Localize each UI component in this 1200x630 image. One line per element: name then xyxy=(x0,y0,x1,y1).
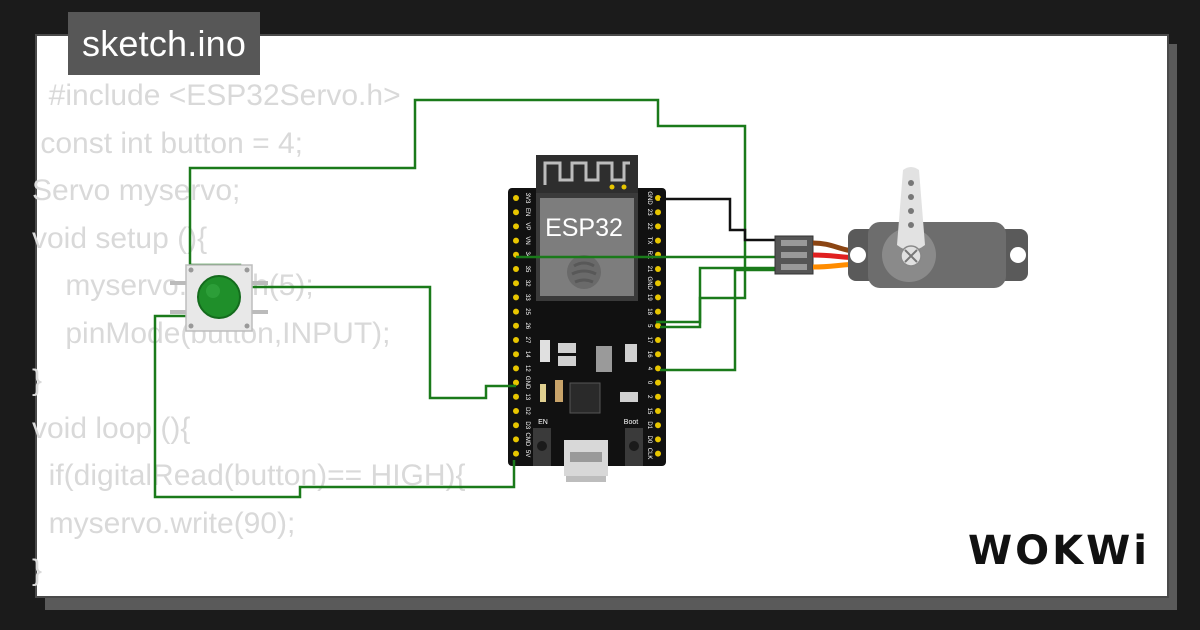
pin-label: 0 xyxy=(646,381,652,385)
header-pin xyxy=(655,436,661,443)
code-line: #include <ESP32Servo.h> xyxy=(32,79,401,112)
code-line: } xyxy=(32,364,43,397)
pin-label: 33 xyxy=(524,294,530,301)
pin-label: 4 xyxy=(646,367,652,371)
header-pin xyxy=(513,337,519,343)
header-pin xyxy=(513,422,519,429)
header-pin xyxy=(655,422,661,429)
header-pin xyxy=(513,436,519,443)
pin-label: 23 xyxy=(646,209,652,216)
pin-label: VN xyxy=(524,236,530,244)
wire-servo-signal-2 xyxy=(660,266,780,329)
header-pin xyxy=(655,308,661,315)
code-line: void loop (){ xyxy=(32,411,191,445)
header-pin xyxy=(513,223,519,230)
pin-label: TX xyxy=(646,237,652,245)
header-pin xyxy=(513,266,519,272)
header-pin xyxy=(513,450,519,457)
pin-label: CLK xyxy=(646,448,652,460)
header-pin xyxy=(655,322,661,329)
header-pin xyxy=(513,365,519,372)
header-pin xyxy=(655,393,661,400)
header-pin xyxy=(513,351,519,358)
pin-label: 25 xyxy=(524,308,530,315)
pin-label: 26 xyxy=(524,322,530,329)
header-pin xyxy=(513,294,519,301)
pin-label: D2 xyxy=(524,407,530,415)
header-pin xyxy=(513,322,519,329)
pin-label: GND xyxy=(524,376,530,390)
boot-label: Boot xyxy=(624,419,638,426)
pin-label: EN xyxy=(524,208,530,216)
header-pin xyxy=(655,408,661,414)
header-pin xyxy=(513,237,519,244)
pin-label: D3 xyxy=(524,421,530,429)
pin-label: 17 xyxy=(646,337,652,344)
pin-label: VP xyxy=(524,222,530,230)
wire-button-right xyxy=(248,285,516,400)
code-line: void setup (){ xyxy=(32,221,208,255)
pin-label: D0 xyxy=(646,436,652,444)
header-pin xyxy=(655,337,661,343)
pin-label: 13 xyxy=(524,393,530,400)
pin-label: D1 xyxy=(646,421,652,429)
pin-label: GND xyxy=(646,277,652,291)
header-pin xyxy=(655,195,661,201)
pin-label: RX xyxy=(646,251,652,259)
pin-label: 21 xyxy=(646,266,652,273)
esp32-board[interactable]: ESP32 3V3ENVPVN343532332526271412GND13D2… xyxy=(508,155,666,482)
wire-servo-gnd xyxy=(660,197,780,242)
pin-label: 2 xyxy=(646,395,652,399)
pin-label: 15 xyxy=(646,408,652,415)
pin-label: 34 xyxy=(524,251,530,258)
pin-label: 5 xyxy=(646,324,652,328)
pin-label: 19 xyxy=(646,294,652,301)
header-pin xyxy=(513,209,519,216)
header-pin xyxy=(513,280,519,287)
header-pin xyxy=(655,237,661,244)
header-pin xyxy=(655,351,661,358)
header-pin xyxy=(655,266,661,272)
header-pin xyxy=(655,450,661,457)
code-line: myservo.write(90); xyxy=(32,506,296,540)
header-pin xyxy=(513,195,519,201)
pin-label: 27 xyxy=(524,337,530,344)
pin-label: 18 xyxy=(646,308,652,315)
pushbutton[interactable] xyxy=(170,264,268,332)
header-pin xyxy=(655,223,661,230)
header-pin xyxy=(513,308,519,315)
header-pin xyxy=(655,280,661,287)
pin-label: 16 xyxy=(646,351,652,358)
header-pin xyxy=(655,365,661,372)
header-pin xyxy=(513,408,519,414)
code-line: const int button = 4; xyxy=(32,126,304,160)
code-line: Servo myservo; xyxy=(32,174,241,207)
board-label: ESP32 xyxy=(545,214,623,242)
code-line: } xyxy=(32,554,43,587)
header-pin xyxy=(655,294,661,301)
pin-label: CMD xyxy=(524,433,530,447)
wire-button-left xyxy=(153,314,516,499)
header-pin xyxy=(513,393,519,400)
pin-label: 32 xyxy=(524,280,530,287)
en-label: EN xyxy=(538,419,548,426)
header-pin xyxy=(513,379,519,386)
pin-label: 5V xyxy=(524,450,530,457)
pin-label: 14 xyxy=(524,351,530,358)
pin-label: 35 xyxy=(524,266,530,273)
file-tab-title: sketch.ino xyxy=(68,12,261,75)
wire-servo-signal xyxy=(660,268,780,372)
servo-motor[interactable] xyxy=(848,167,1028,288)
pin-label: 3V3 xyxy=(524,193,530,204)
wokwi-logo: WOKWi xyxy=(968,528,1150,574)
pin-label: 22 xyxy=(646,223,652,230)
header-pin xyxy=(655,209,661,216)
header-pin xyxy=(655,379,661,386)
pin-label: GND xyxy=(646,191,652,205)
pin-label: 12 xyxy=(524,365,530,372)
